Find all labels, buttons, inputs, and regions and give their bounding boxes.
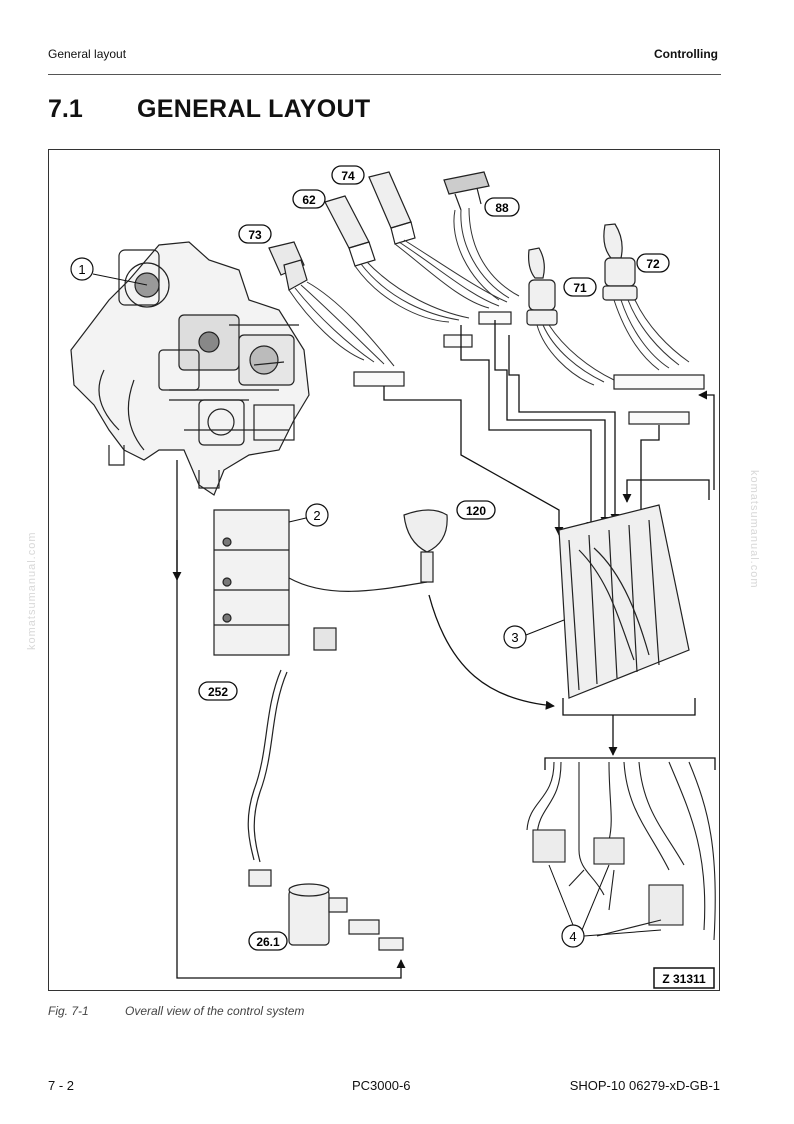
callout-label-71: 71 — [573, 281, 587, 295]
callout-74: 74 — [331, 165, 365, 185]
callout-label-73: 73 — [248, 228, 262, 242]
callout-88: 88 — [484, 197, 520, 217]
callout-label-3: 3 — [511, 630, 518, 645]
pilot-manifold — [558, 504, 690, 699]
callout-label-88: 88 — [495, 201, 509, 215]
callout-4: 4 — [548, 864, 662, 948]
watermark-left: komatsumanual.com — [26, 531, 38, 651]
drawing-id-text: Z 31311 — [662, 972, 706, 986]
pressure-hose — [247, 577, 428, 863]
callout-26-1: 26.1 — [248, 931, 288, 951]
callout-label-120: 120 — [466, 504, 486, 518]
callout-252: 252 — [198, 681, 238, 701]
header-chapter-name: Controlling — [654, 47, 718, 61]
pressure-filter — [248, 869, 404, 951]
figure-caption-text: Overall view of the control system — [125, 1004, 305, 1018]
footer-page-number: 7 - 2 — [48, 1078, 75, 1093]
control-valve-block — [213, 509, 337, 656]
callout-120: 120 — [456, 500, 496, 520]
joystick-left — [526, 247, 558, 326]
callout-73: 73 — [238, 224, 272, 244]
drawing-id-box: Z 31311 — [653, 967, 715, 989]
callout-label-4: 4 — [569, 929, 576, 944]
routing-arrows — [172, 320, 715, 979]
control-system-drawing: 1 2 3 4 62 74 73 88 71 72 — [70, 165, 716, 989]
watermark-right: komatsumanual.com — [748, 470, 760, 589]
footer-doc-id: SHOP-10 06279-xD-GB-1 — [569, 1078, 720, 1093]
figure-caption-number: Fig. 7-1 — [48, 1004, 89, 1018]
callout-3: 3 — [503, 619, 565, 649]
joystick-right — [602, 223, 638, 301]
callout-label-62: 62 — [302, 193, 316, 207]
callout-72: 72 — [636, 253, 670, 273]
callout-label-26-1: 26.1 — [256, 935, 280, 949]
foot-pedals-group — [268, 171, 490, 291]
header-section-name: General layout — [48, 47, 127, 61]
callout-label-252: 252 — [208, 685, 228, 699]
secondary-valves — [526, 761, 716, 941]
callout-label-2: 2 — [313, 508, 320, 523]
footer-model: PC3000-6 — [352, 1078, 411, 1093]
detail-bracket — [544, 698, 716, 770]
callout-71: 71 — [563, 277, 597, 297]
callout-1: 1 — [70, 257, 148, 286]
header-divider — [48, 74, 721, 75]
callout-62: 62 — [292, 189, 326, 209]
pump-engine-assembly — [70, 241, 310, 496]
section-title: GENERAL LAYOUT — [137, 95, 371, 123]
section-number: 7.1 — [48, 95, 83, 123]
figure-frame: 1 2 3 4 62 74 73 88 71 72 — [48, 149, 720, 991]
callout-2: 2 — [288, 503, 329, 527]
accumulator — [403, 509, 448, 583]
callout-label-74: 74 — [341, 169, 355, 183]
connector-blocks — [353, 311, 705, 425]
callout-label-1: 1 — [78, 262, 85, 277]
callout-label-72: 72 — [646, 257, 660, 271]
pilot-hose-bundles — [288, 207, 690, 386]
